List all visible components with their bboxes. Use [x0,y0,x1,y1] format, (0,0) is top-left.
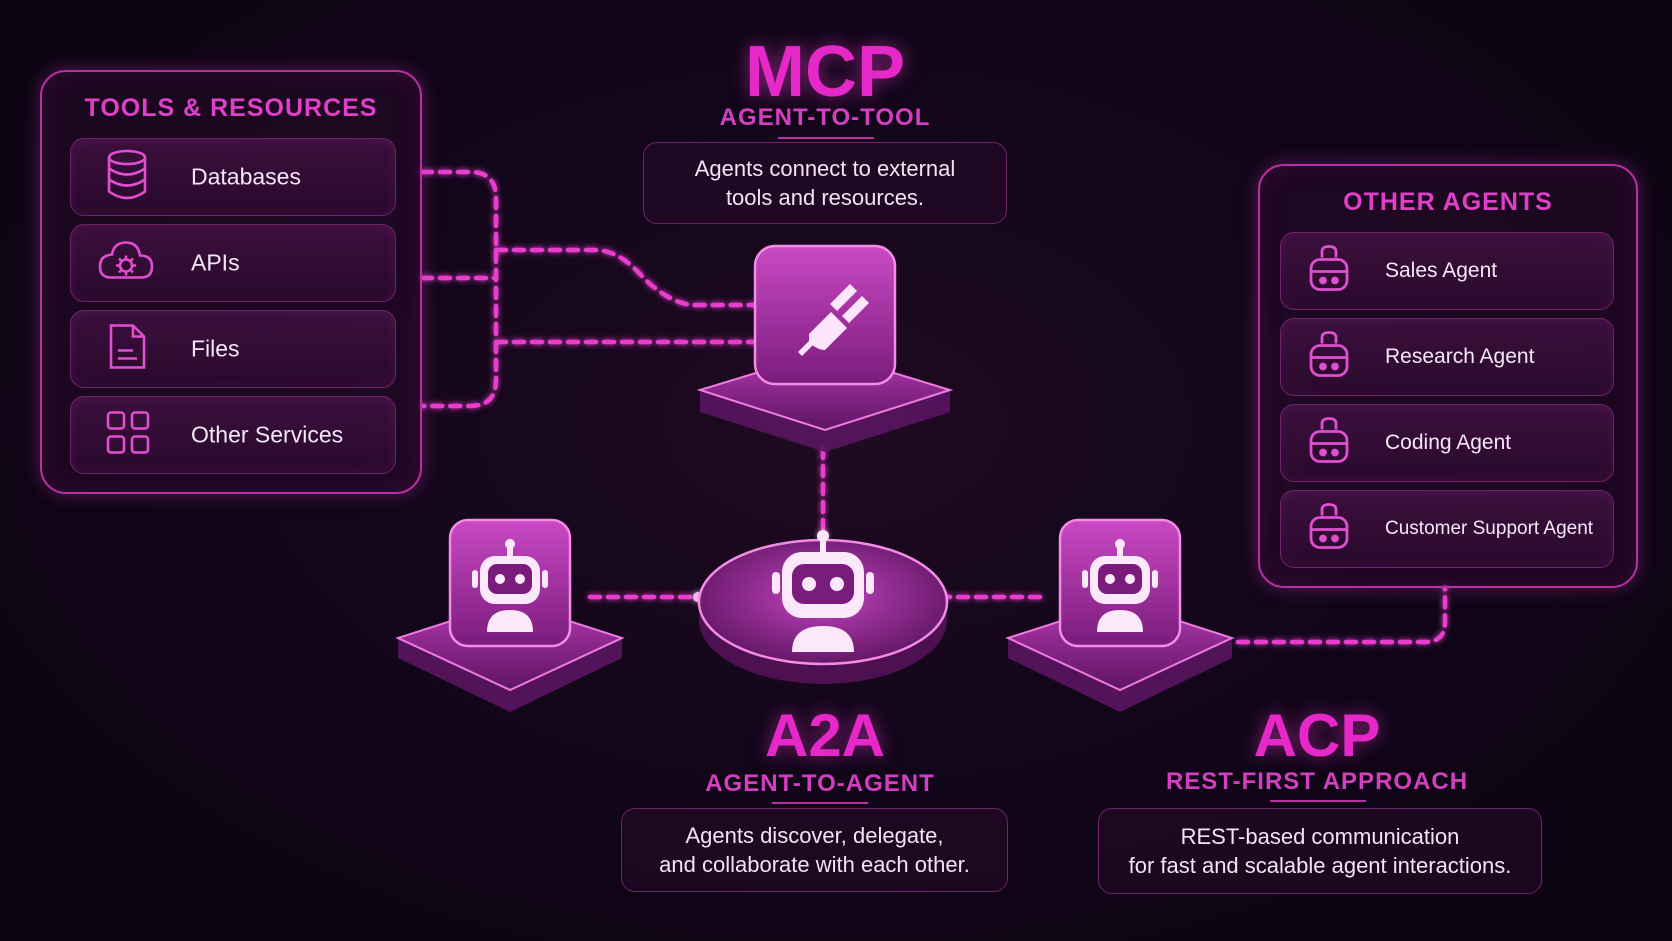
robot-icon [1082,539,1158,632]
acp-subtitle: REST-FIRST APPROACH [1165,768,1469,795]
acp-title: ACP [1253,702,1381,769]
robot-icon [772,530,874,652]
acp-underline [1270,800,1366,802]
connector-acp-to-other-agents [1235,584,1448,645]
robot-outline-icon [1307,416,1351,471]
other-agents-panel: OTHER AGENTS Sales Agent Research Agent [1258,164,1638,588]
acp-description-line: for fast and scalable agent interactions… [1128,853,1512,878]
agent-item-research[interactable]: Research Agent [1280,318,1614,396]
a2a-central-agent-node[interactable] [692,520,954,690]
agent-item-coding[interactable]: Coding Agent [1280,404,1614,482]
a2a-description: Agents discover, delegate, and collabora… [621,808,1008,892]
tool-item-other-services[interactable]: Other Services [70,396,396,474]
tool-label: Files [191,335,240,362]
tool-label: Other Services [191,421,344,448]
robot-outline-icon [1307,502,1351,557]
a2a-description-line: and collaborate with each other. [659,852,970,877]
tool-label: APIs [191,249,240,276]
tools-panel-title: TOOLS & RESOURCES [84,94,378,122]
tool-label: Databases [191,163,301,190]
mcp-description: Agents connect to external tools and res… [643,142,1007,224]
other-agents-title: OTHER AGENTS [1343,188,1553,216]
a2a-description-line: Agents discover, delegate, [685,823,944,848]
robot-icon [472,539,548,632]
file-icon [107,322,147,377]
agent-label: Research Agent [1385,345,1535,368]
agent-label: Sales Agent [1385,259,1498,282]
grid-icon [105,410,151,461]
mcp-description-line: tools and resources. [725,185,925,210]
a2a-title: A2A [764,702,886,769]
robot-outline-icon [1307,330,1351,385]
tool-item-apis[interactable]: APIs [70,224,396,302]
mcp-subtitle: AGENT-TO-TOOL [719,104,931,131]
a2a-subtitle: AGENT-TO-AGENT [705,770,935,797]
mcp-title: MCP [745,32,905,112]
acp-description: REST-based communication for fast and sc… [1098,808,1542,894]
robot-outline-icon [1307,244,1351,299]
left-agent-node[interactable] [394,514,626,714]
agent-item-customer-support[interactable]: Customer Support Agent [1280,490,1614,568]
acp-description-line: REST-based communication [1180,824,1460,849]
a2a-underline [772,802,868,804]
agent-label: Customer Support Agent [1385,518,1594,539]
agent-item-sales[interactable]: Sales Agent [1280,232,1614,310]
connector-databases [419,169,499,409]
tool-item-files[interactable]: Files [70,310,396,388]
plug-icon [798,284,869,356]
mcp-plug-node[interactable] [690,240,960,452]
mcp-underline [778,137,874,139]
cloud-gear-icon [97,238,155,289]
tool-item-databases[interactable]: Databases [70,138,396,216]
connector-trunk-to-mcp-upper [493,247,761,308]
agent-label: Coding Agent [1385,431,1512,454]
mcp-description-line: Agents connect to external [694,156,956,181]
right-agent-node[interactable] [1004,514,1236,714]
tools-resources-panel: TOOLS & RESOURCES Databases APIs [40,70,422,494]
database-icon [105,149,149,206]
